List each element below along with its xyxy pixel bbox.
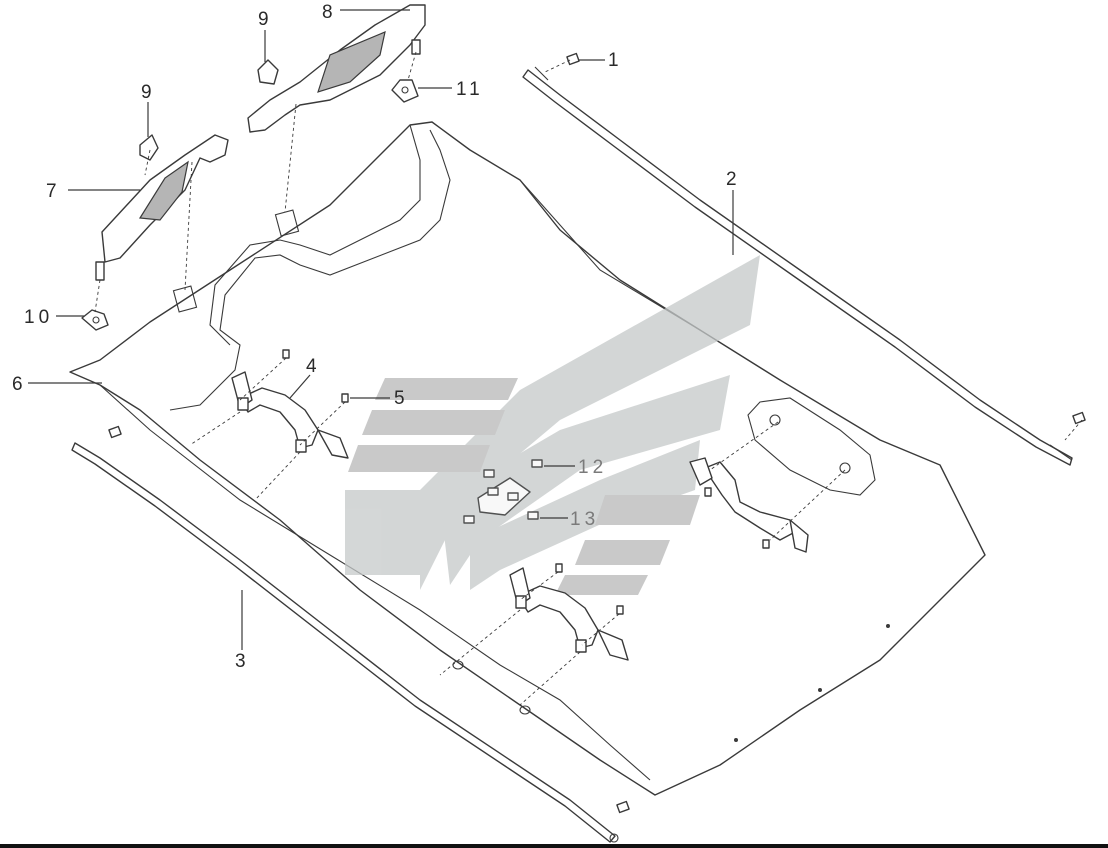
callout-11: 11 <box>456 79 484 100</box>
callout-13: 13 <box>570 509 599 530</box>
sun-visor-left <box>95 134 229 281</box>
callout-9b: 9 <box>258 9 269 30</box>
callout-12: 12 <box>578 457 607 478</box>
grab-handle-right <box>689 457 809 553</box>
screw-5 <box>282 349 770 615</box>
visor-hook-pad-11 <box>391 79 419 103</box>
grab-handle-front-left <box>231 371 349 459</box>
roof-rail-strip-right <box>522 52 1086 466</box>
callout-7: 7 <box>46 181 57 202</box>
leader-lines <box>28 9 734 650</box>
callout-8: 8 <box>322 2 333 23</box>
dome-light-12-13 <box>463 459 543 524</box>
callout-4: 4 <box>306 356 317 377</box>
visor-clip-9b <box>257 59 279 85</box>
visor-clip-9a <box>139 134 159 161</box>
callout-9a: 9 <box>141 82 152 103</box>
bottom-border <box>0 844 1108 848</box>
callout-5: 5 <box>394 388 405 409</box>
callout-10: 10 <box>24 307 53 328</box>
watermark-logo <box>345 255 760 595</box>
callout-labels: 1 2 3 4 5 6 7 8 9 9 10 11 12 13 <box>12 2 737 672</box>
visor-hook-pad-10 <box>81 309 109 331</box>
grab-handle-rear-left <box>509 567 629 661</box>
callout-6: 6 <box>12 374 23 395</box>
callout-3: 3 <box>235 651 246 672</box>
roof-rail-strip-left <box>71 425 630 843</box>
sun-visor-right <box>247 4 426 133</box>
callout-1: 1 <box>608 50 619 71</box>
callout-2: 2 <box>726 169 737 190</box>
assembly-lines <box>94 51 1083 706</box>
